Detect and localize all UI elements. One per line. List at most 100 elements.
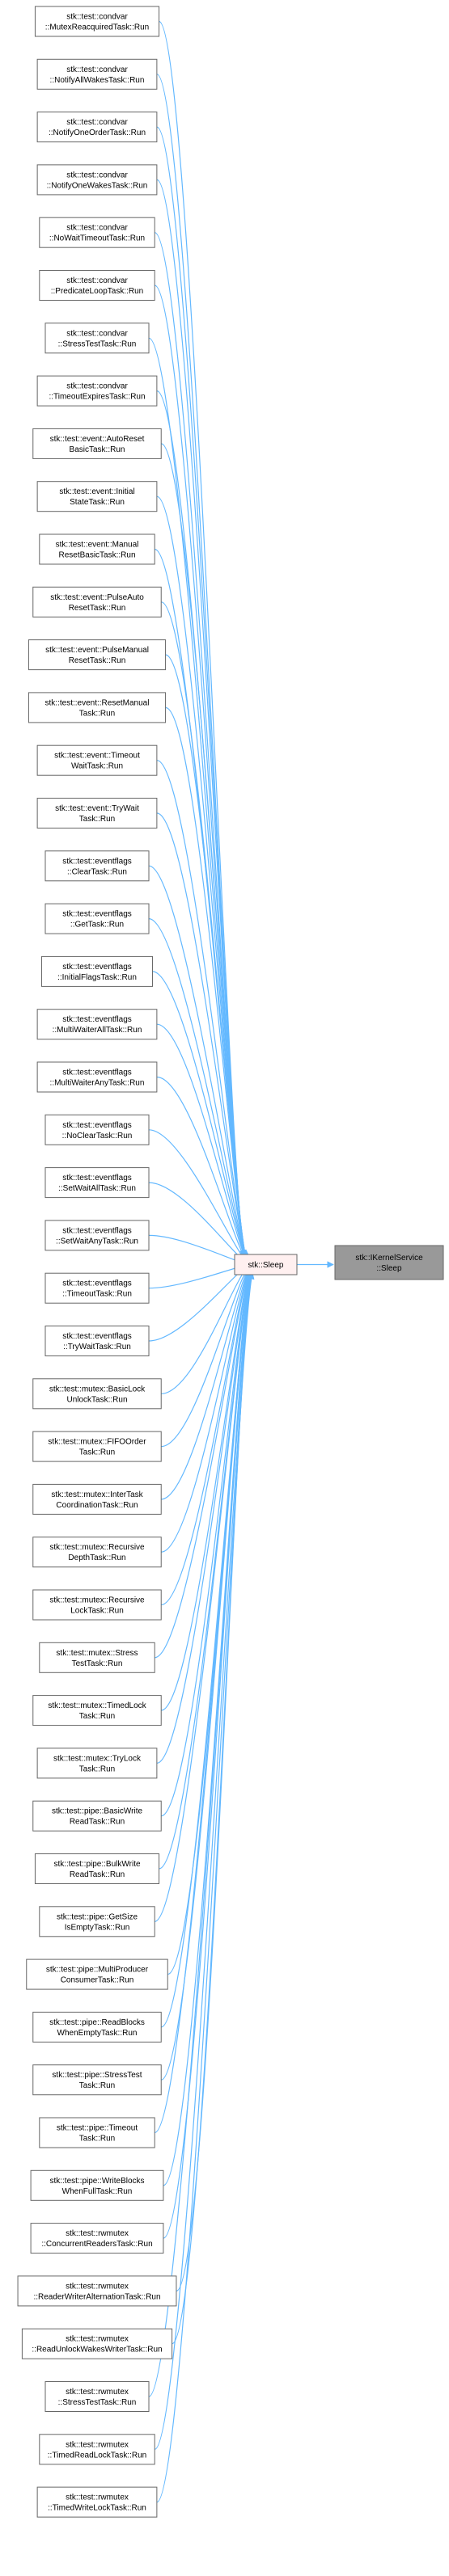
caller-node-26-label-1: stk::test::eventflags xyxy=(62,1332,132,1341)
caller-node-48[interactable]: stk::test::rwmutex::TimedWriteLockTask::… xyxy=(36,2486,158,2518)
caller-node-33-label-1: stk::test::mutex::TimedLock xyxy=(48,1701,146,1710)
caller-node-45-label-2: ::ReadUnlockWakesWriterTask::Run xyxy=(32,2346,162,2355)
caller-node-45[interactable]: stk::test::rwmutex::ReadUnlockWakesWrite… xyxy=(21,2328,173,2359)
caller-node-44[interactable]: stk::test::rwmutex::ReaderWriterAlternat… xyxy=(17,2275,177,2307)
caller-node-30[interactable]: stk::test::mutex::RecursiveDepthTask::Ru… xyxy=(32,1537,162,1568)
caller-node-15-label-2: WaitTask::Run xyxy=(71,762,123,771)
caller-node-47[interactable]: stk::test::rwmutex::TimedReadLockTask::R… xyxy=(39,2434,155,2465)
caller-node-43[interactable]: stk::test::rwmutex::ConcurrentReadersTas… xyxy=(30,2223,164,2254)
caller-node-4[interactable]: stk::test::condvar::NotifyOneWakesTask::… xyxy=(36,164,158,196)
caller-node-7-label-1: stk::test::condvar xyxy=(66,329,128,338)
caller-node-25-label-2: ::TimeoutTask::Run xyxy=(62,1290,132,1299)
caller-node-19-label-1: stk::test::eventflags xyxy=(62,963,132,972)
caller-node-39-label-2: WhenEmptyTask::Run xyxy=(57,2029,138,2038)
caller-node-19-label-2: ::InitialFlagsTask::Run xyxy=(57,973,137,982)
caller-node-7[interactable]: stk::test::condvar::StressTestTask::Run xyxy=(44,323,150,354)
caller-node-42-label-1: stk::test::pipe::WriteBlocks xyxy=(49,2177,144,2186)
caller-node-40[interactable]: stk::test::pipe::StressTestTask::Run xyxy=(32,2064,162,2096)
caller-node-42[interactable]: stk::test::pipe::WriteBlocksWhenFullTask… xyxy=(30,2169,164,2201)
caller-node-2[interactable]: stk::test::condvar::NotifyAllWakesTask::… xyxy=(36,58,158,90)
caller-node-5[interactable]: stk::test::condvar::NoWaitTimeoutTask::R… xyxy=(39,217,155,248)
caller-node-35-label-1: stk::test::pipe::BasicWrite xyxy=(52,1807,143,1816)
caller-node-32-label-1: stk::test::mutex::Stress xyxy=(56,1649,138,1658)
target-node-ikernelservice-sleep[interactable]: stk::IKernelService::Sleep xyxy=(334,1245,444,1280)
caller-node-47-label-1: stk::test::rwmutex xyxy=(66,2440,129,2449)
caller-node-19[interactable]: stk::test::eventflags::InitialFlagsTask:… xyxy=(40,955,154,987)
edge-caller-14-to-sleep xyxy=(165,706,249,1262)
caller-node-32[interactable]: stk::test::mutex::StressTestTask::Run xyxy=(39,1642,155,1673)
caller-node-23[interactable]: stk::test::eventflags::SetWaitAllTask::R… xyxy=(44,1167,150,1199)
edge-caller-32-to-sleep xyxy=(155,1267,252,1659)
caller-node-45-label-1: stk::test::rwmutex xyxy=(66,2335,129,2344)
caller-node-9[interactable]: stk::test::event::AutoResetBasicTask::Ru… xyxy=(32,428,162,459)
caller-node-22[interactable]: stk::test::eventflags::NoClearTask::Run xyxy=(44,1114,150,1145)
edge-caller-19-to-sleep xyxy=(152,971,248,1263)
caller-node-3[interactable]: stk::test::condvar::NotifyOneOrderTask::… xyxy=(36,112,158,143)
edge-caller-48-to-sleep xyxy=(156,1272,255,2503)
caller-node-27[interactable]: stk::test::mutex::BasicLockUnlockTask::R… xyxy=(32,1378,162,1410)
caller-node-40-label-1: stk::test::pipe::StressTest xyxy=(52,2071,142,2080)
focus-node-sleep[interactable]: stk::Sleep xyxy=(234,1254,298,1275)
caller-node-18[interactable]: stk::test::eventflags::GetTask::Run xyxy=(44,903,150,934)
caller-node-15-label-1: stk::test::event::Timeout xyxy=(54,752,140,761)
caller-node-5-label-2: ::NoWaitTimeoutTask::Run xyxy=(49,234,145,243)
caller-node-24[interactable]: stk::test::eventflags::SetWaitAnyTask::R… xyxy=(44,1220,150,1251)
caller-node-20[interactable]: stk::test::eventflags::MultiWaiterAllTas… xyxy=(36,1009,158,1040)
caller-node-29-label-1: stk::test::mutex::InterTask xyxy=(51,1490,143,1499)
caller-node-12[interactable]: stk::test::event::PulseAutoResetTask::Ru… xyxy=(32,586,162,618)
caller-node-13[interactable]: stk::test::event::PulseManualResetTask::… xyxy=(28,639,167,671)
caller-node-8[interactable]: stk::test::condvar::TimeoutExpiresTask::… xyxy=(36,375,158,407)
target-node-ikernelservice-sleep-label-2: ::Sleep xyxy=(376,1264,402,1273)
caller-node-46-label-1: stk::test::rwmutex xyxy=(66,2388,129,2397)
caller-node-14-label-2: Task::Run xyxy=(79,709,115,718)
caller-node-31-label-2: LockTask::Run xyxy=(70,1607,124,1616)
caller-node-6[interactable]: stk::test::condvar::PredicateLoopTask::R… xyxy=(39,270,155,301)
caller-node-29[interactable]: stk::test::mutex::InterTaskCoordinationT… xyxy=(32,1483,162,1515)
caller-node-42-label-2: WhenFullTask::Run xyxy=(62,2187,133,2196)
caller-node-1-label-2: ::MutexReacquiredTask::Run xyxy=(45,23,149,32)
edge-caller-31-to-sleep xyxy=(161,1266,251,1606)
caller-node-16[interactable]: stk::test::event::TryWaitTask::Run xyxy=(36,798,158,828)
caller-node-28-label-2: Task::Run xyxy=(79,1448,115,1457)
caller-node-47-label-2: ::TimedReadLockTask::Run xyxy=(48,2451,146,2460)
caller-node-2-label-2: ::NotifyAllWakesTask::Run xyxy=(50,76,145,85)
caller-node-1[interactable]: stk::test::condvar::MutexReacquiredTask:… xyxy=(34,6,160,37)
caller-node-31-label-1: stk::test::mutex::Recursive xyxy=(49,1596,145,1605)
edge-caller-15-to-sleep xyxy=(156,760,249,1263)
caller-node-21-label-1: stk::test::eventflags xyxy=(62,1069,132,1077)
edge-caller-17-to-sleep xyxy=(148,865,248,1263)
caller-node-37-label-1: stk::test::pipe::GetSize xyxy=(57,1912,138,1921)
caller-node-44-label-2: ::ReaderWriterAlternationTask::Run xyxy=(33,2292,160,2301)
caller-node-21[interactable]: stk::test::eventflags::MultiWaiterAnyTas… xyxy=(36,1061,158,1093)
caller-node-6-label-1: stk::test::condvar xyxy=(66,276,128,285)
caller-node-38[interactable]: stk::test::pipe::MultiProducerConsumerTa… xyxy=(26,1958,168,1990)
caller-node-46[interactable]: stk::test::rwmutex::StressTestTask::Run xyxy=(44,2381,150,2412)
caller-node-2-label-1: stk::test::condvar xyxy=(66,65,128,74)
caller-node-32-label-2: TestTask::Run xyxy=(72,1659,123,1668)
caller-node-26[interactable]: stk::test::eventflags::TryWaitTask::Run xyxy=(44,1326,150,1356)
caller-node-12-label-2: ResetTask::Run xyxy=(69,604,126,613)
caller-node-39[interactable]: stk::test::pipe::ReadBlocksWhenEmptyTask… xyxy=(32,2011,162,2043)
caller-node-25-label-1: stk::test::eventflags xyxy=(62,1280,132,1288)
caller-node-18-label-2: ::GetTask::Run xyxy=(70,921,124,930)
edge-caller-5-to-sleep xyxy=(154,232,248,1258)
caller-node-11[interactable]: stk::test::event::ManualResetBasicTask::… xyxy=(39,533,155,565)
caller-node-30-label-2: DepthTask::Run xyxy=(68,1554,125,1562)
caller-node-17[interactable]: stk::test::eventflags::ClearTask::Run xyxy=(44,850,150,882)
caller-node-25[interactable]: stk::test::eventflags::TimeoutTask::Run xyxy=(44,1272,150,1304)
caller-node-41[interactable]: stk::test::pipe::TimeoutTask::Run xyxy=(39,2117,155,2148)
caller-node-16-label-2: Task::Run xyxy=(79,815,115,824)
caller-node-26-label-2: ::TryWaitTask::Run xyxy=(63,1343,131,1351)
caller-node-10-label-2: StateTask::Run xyxy=(70,498,125,507)
